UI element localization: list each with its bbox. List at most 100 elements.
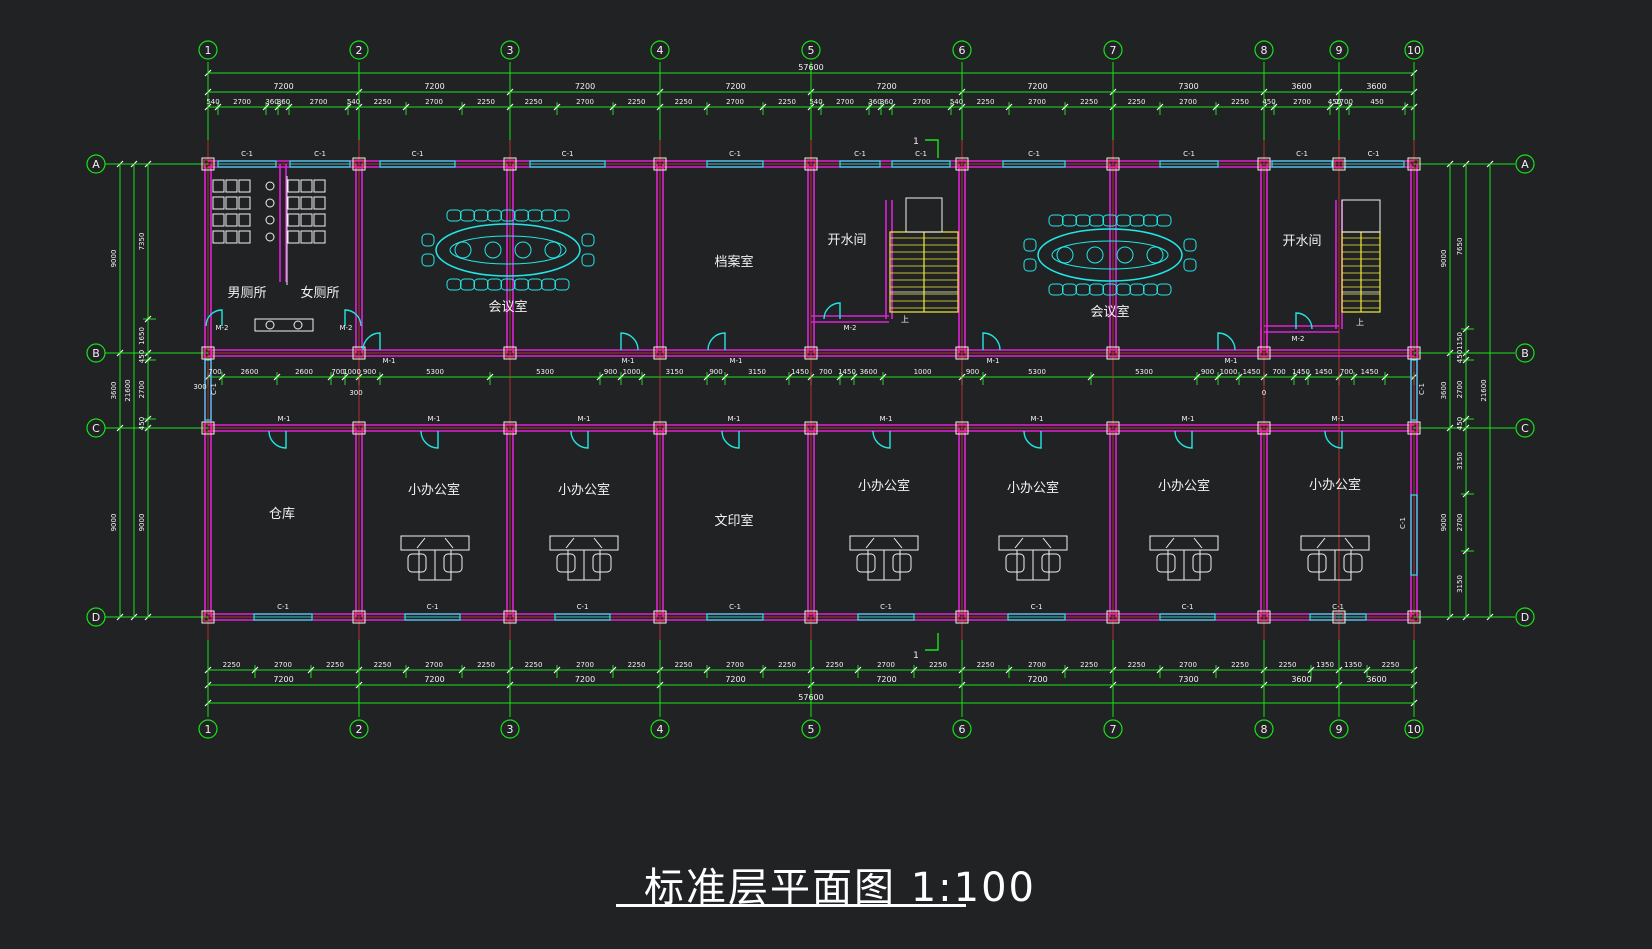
- conference-1-table: [435, 223, 581, 277]
- dim-text: 900: [1201, 368, 1214, 376]
- dim-tick: [458, 666, 466, 674]
- door-swing: [1174, 430, 1193, 449]
- conference-2-table-inner: [1051, 240, 1169, 270]
- column: [955, 610, 969, 624]
- axis-bubble: [86, 154, 106, 174]
- dim-text: 7200: [575, 82, 595, 91]
- column: [1407, 610, 1421, 624]
- dim-tick: [759, 103, 767, 111]
- axis-bubble-label: 1: [205, 44, 212, 57]
- dim-text: 3150: [748, 368, 766, 376]
- dim-tick: [458, 103, 466, 111]
- dim-text: 1450: [1361, 368, 1379, 376]
- column: [1257, 421, 1271, 435]
- conference-1-chair: [421, 253, 435, 267]
- dim-text: 7200: [424, 82, 444, 91]
- office-monitor: [1316, 537, 1326, 549]
- dim-text: 450: [138, 417, 146, 430]
- axis-bubble-label: 3: [507, 723, 514, 736]
- axis-bubble-label: 7: [1110, 44, 1117, 57]
- column: [804, 421, 818, 435]
- wash-basin: [293, 320, 303, 330]
- column: [1106, 157, 1120, 171]
- dim-text: 700: [1272, 368, 1285, 376]
- conference-1-chair: [527, 209, 543, 222]
- dim-text: 2700: [1456, 514, 1464, 532]
- dim-text: 7200: [1027, 82, 1047, 91]
- dim-text: 1450: [791, 368, 809, 376]
- dim-text: 2250: [1382, 661, 1400, 669]
- conference-1-chair: [581, 253, 595, 267]
- window: [1410, 359, 1418, 421]
- column: [653, 610, 667, 624]
- urinal: [265, 181, 275, 191]
- column: [955, 157, 969, 171]
- office-chair: [856, 553, 876, 573]
- axis-bubble: [349, 40, 369, 60]
- axis-bubble: [952, 719, 972, 739]
- window-tag: C-1: [729, 603, 741, 611]
- conference-2-chair: [1023, 238, 1037, 252]
- door-tag: M-1: [879, 415, 892, 423]
- conference-2-chair: [1048, 214, 1064, 227]
- dim-tick: [703, 666, 711, 674]
- dim-tick: [1290, 373, 1298, 381]
- dim-text: 7650: [1456, 238, 1464, 256]
- axis-bubble: [349, 719, 369, 739]
- conference-2-chair: [1183, 238, 1197, 252]
- dim-text: 2250: [826, 661, 844, 669]
- conference-1-chair: [487, 209, 502, 222]
- dim-tick: [947, 103, 955, 111]
- dim-tick: [402, 666, 410, 674]
- column: [201, 610, 215, 624]
- dim-text: 3150: [666, 368, 684, 376]
- office-chair: [1192, 553, 1212, 573]
- dim-text: 2250: [628, 98, 646, 106]
- dim-tick: [1212, 103, 1220, 111]
- conference-1-chair: [514, 278, 529, 291]
- axis-bubble-label: C: [1521, 422, 1529, 435]
- dim-text: 700: [819, 368, 832, 376]
- conference-2-chair: [1183, 258, 1197, 272]
- conference-2-chair: [1116, 214, 1131, 227]
- section-mark: [925, 139, 939, 158]
- dim-text: 1450: [838, 368, 856, 376]
- window-tag: C-1: [277, 603, 289, 611]
- dim-text: 900: [709, 368, 722, 376]
- dim-tick: [307, 666, 315, 674]
- conference-2-chair: [1156, 283, 1172, 296]
- dim-text: 450: [1456, 417, 1464, 430]
- door-tag: M-1: [729, 357, 742, 365]
- door-tag: M-1: [277, 415, 290, 423]
- dim-tick: [1061, 666, 1069, 674]
- dim-text: 450: [1262, 98, 1275, 106]
- door-swing: [982, 332, 1001, 351]
- dim-text: 2700: [576, 98, 594, 106]
- stair-tag: 上: [901, 315, 909, 324]
- dim-tick: [596, 373, 604, 381]
- dim-tick: [759, 666, 767, 674]
- dim-tick: [1345, 103, 1353, 111]
- axis-bubble: [650, 40, 670, 60]
- conference-2-chair: [1116, 283, 1131, 296]
- column: [1106, 421, 1120, 435]
- dim-tick: [1235, 373, 1243, 381]
- axis-bubble-label: 8: [1261, 723, 1268, 736]
- door-swing: [721, 430, 740, 449]
- dim-text: 2700: [425, 661, 443, 669]
- dim-text: 7200: [424, 675, 444, 684]
- dim-tick: [1005, 103, 1013, 111]
- column: [1257, 610, 1271, 624]
- dim-tick: [285, 103, 293, 111]
- dim-tick: [1212, 666, 1220, 674]
- dim-text: 540: [809, 98, 822, 106]
- toilet-fixture: [313, 179, 326, 193]
- toilet-fixture: [225, 213, 238, 227]
- section-tag: 1: [913, 651, 919, 661]
- dim-text: 7200: [575, 675, 595, 684]
- column-core: [1259, 159, 1269, 169]
- column-core: [1334, 612, 1344, 622]
- dim-text: 2250: [374, 661, 392, 669]
- dim-text: 2250: [477, 98, 495, 106]
- dim-text: 3600: [1440, 382, 1448, 400]
